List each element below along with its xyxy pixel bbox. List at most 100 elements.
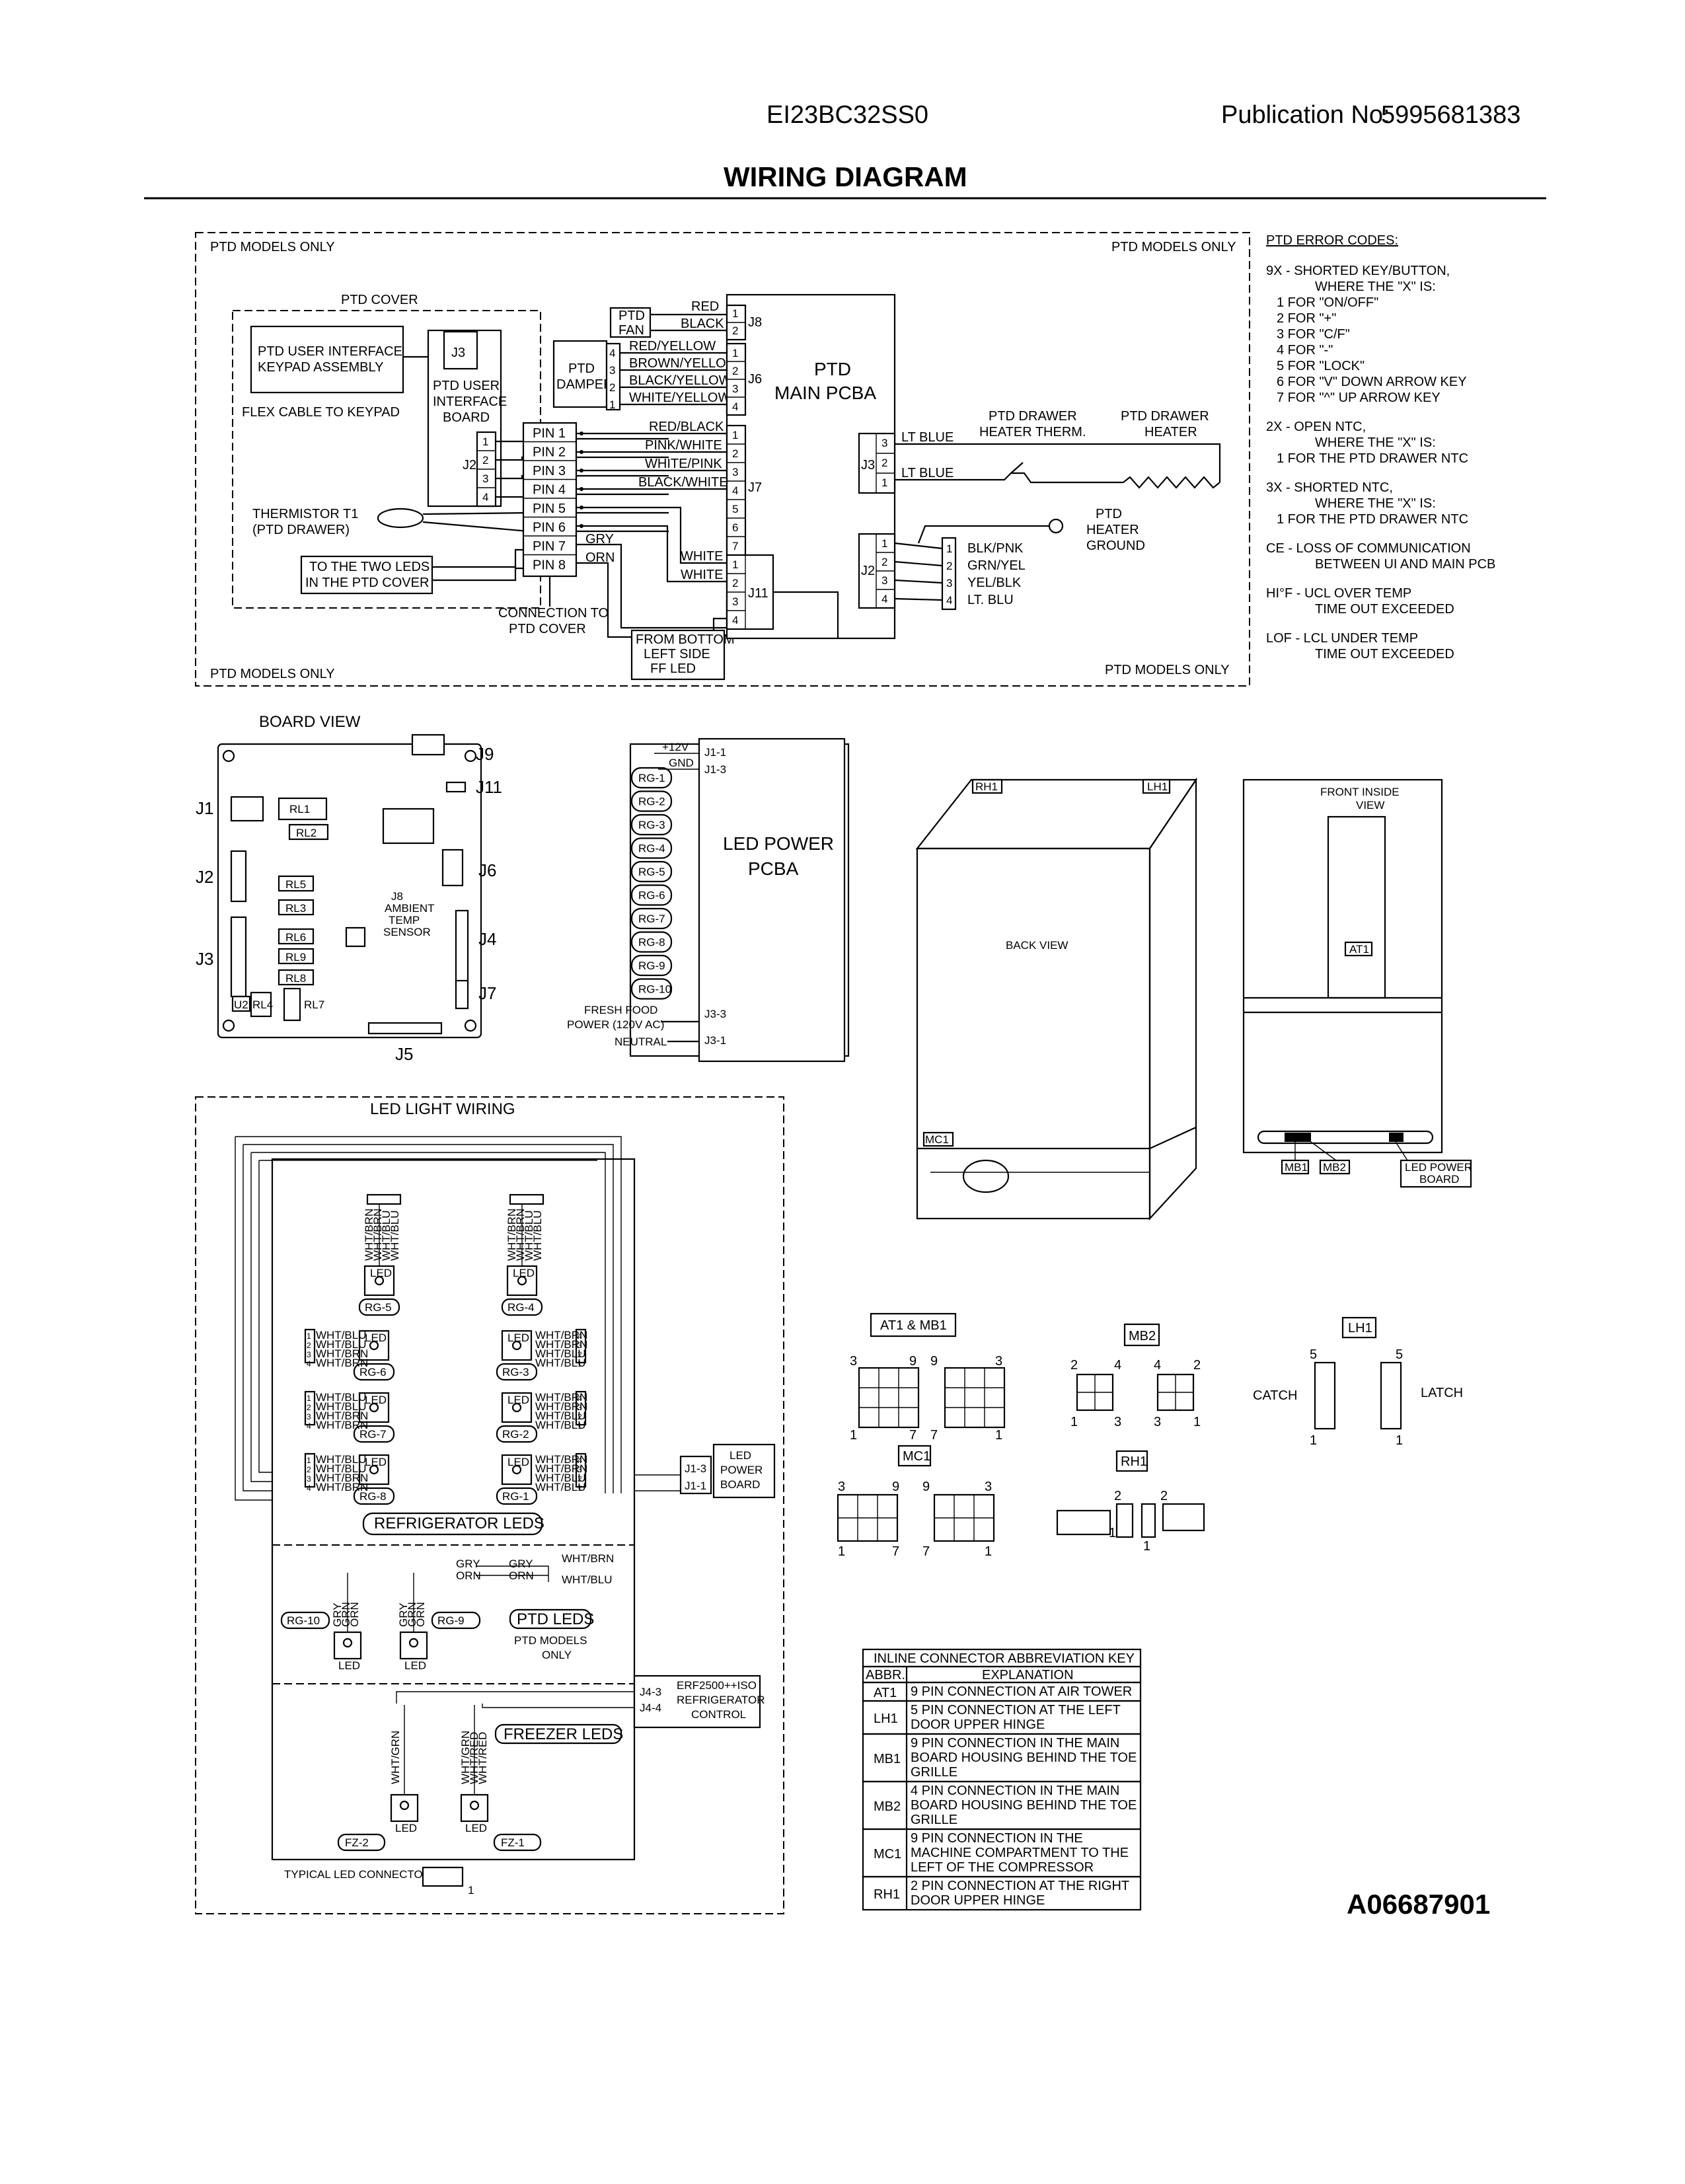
led-power-board-marker-line2: BOARD [1419, 1173, 1459, 1186]
svg-text:1: 1 [307, 1394, 311, 1403]
led-wiring-title: LED LIGHT WIRING [370, 1100, 515, 1118]
svg-text:1: 1 [946, 543, 952, 555]
lh1-marker: LH1 [1147, 780, 1168, 793]
led-rg-label: RG-6 [359, 1366, 387, 1378]
mb2-marker: MB2 [1323, 1161, 1346, 1174]
svg-text:4: 4 [732, 614, 738, 626]
svg-text:3: 3 [732, 383, 738, 395]
svg-text:3: 3 [578, 1403, 582, 1412]
fz-wire-label: WHT/GRN [389, 1731, 402, 1784]
explanation-cell: DOOR UPPER HINGE [911, 1893, 1045, 1908]
j7-wire-label-4: BLACK/WHITE [638, 475, 728, 490]
j8-sensor-line1: J8 [391, 890, 403, 903]
explanation-cell: LEFT OF THE COMPRESSOR [911, 1860, 1094, 1875]
damper-wire-label: WHITE/YELLOW [629, 391, 730, 405]
svg-text:9: 9 [909, 1354, 917, 1369]
led-text: LED [395, 1822, 417, 1834]
ptd-wire-label: GRN [406, 1602, 418, 1627]
ptd-leds-label: PTD LEDS [517, 1610, 594, 1628]
svg-text:1: 1 [838, 1544, 845, 1559]
ptd-cover-label: PTD COVER [341, 293, 418, 307]
ptd-wht-brn: WHT/BRN [562, 1552, 614, 1565]
board-view-title: BOARD VIEW [259, 713, 361, 731]
damper-pin-number: 1 [609, 398, 615, 411]
rg-connector-label: RG-2 [638, 796, 665, 808]
board-j2: J2 [196, 867, 213, 887]
main-right-j3-label: J3 [861, 458, 875, 472]
led-rg-label: RG-4 [507, 1301, 535, 1314]
led-wire-label: WHT/BLU [523, 1211, 535, 1261]
board-j5: J5 [395, 1044, 413, 1064]
freezer-led-module: LED FZ-2 WHT/GRN [337, 1705, 419, 1852]
j2-wire-3: YEL/BLK [967, 576, 1022, 590]
led-power-board-box [712, 1443, 776, 1499]
explanation-cell: BOARD HOUSING BEHIND THE TOE [911, 1798, 1137, 1813]
led-power-section: LED POWER PCBA +12V GND J1-1 J1-3 RG-1RG… [567, 737, 850, 1063]
led-wire-label: WHT/BRN [316, 1347, 368, 1360]
at1-marker: AT1 [1349, 943, 1369, 956]
ptd-wire-label: GRN [340, 1602, 352, 1627]
svg-text:2: 2 [732, 577, 738, 589]
led-wire-label: WHT/BRN [363, 1209, 375, 1261]
control-line1: ERF2500++ISO [677, 1679, 757, 1692]
led-wire-label: WHT/BRN [514, 1209, 527, 1261]
led-wiring-dividers [272, 1544, 634, 1684]
error-code-line: 3X - SHORTED NTC, [1266, 480, 1393, 495]
abbr-cell: RH1 [874, 1887, 900, 1902]
svg-text:1: 1 [482, 435, 488, 448]
svg-text:1: 1 [1310, 1433, 1317, 1448]
wire-orn-label: ORN [585, 550, 615, 565]
svg-text:4: 4 [946, 594, 952, 607]
svg-text:2: 2 [881, 556, 887, 568]
svg-text:7: 7 [922, 1544, 930, 1559]
led-power-board-marker-line1: LED POWER [1405, 1161, 1472, 1174]
abbr-cell: MB1 [874, 1752, 901, 1766]
svg-text:3: 3 [1154, 1415, 1161, 1429]
relay-rl4: RL4 [252, 998, 273, 1011]
ui-board-line3: BOARD [443, 410, 490, 425]
svg-text:1: 1 [1070, 1415, 1078, 1429]
front-inside-outline [1242, 778, 1443, 1154]
j7-wire-label-1: RED/BLACK [649, 420, 724, 434]
svg-text:3: 3 [995, 1354, 1002, 1369]
gnd-label: GND [669, 757, 694, 769]
mb1-marker: MB1 [1285, 1161, 1308, 1174]
cabinet-back-view: RH1 LH1 BACK VIEW MC1 [915, 777, 1198, 1221]
explanation-cell: 4 PIN CONNECTION IN THE MAIN [911, 1784, 1119, 1798]
svg-text:2: 2 [1114, 1489, 1121, 1503]
error-code-line: 2 FOR "+" [1277, 311, 1336, 326]
led-power-line1: LED POWER [723, 833, 834, 854]
error-code-line: HI°F - UCL OVER TEMP [1266, 586, 1411, 601]
rg-connector-list: RG-1RG-2RG-3RG-4RG-5RG-6RG-7RG-8RG-9RG-1… [630, 753, 699, 1000]
rg-connector-label: RG-10 [638, 983, 671, 996]
main-j11-label: J11 [748, 586, 768, 601]
heater-ground-line1: PTD [1096, 507, 1122, 521]
led-wire-label: WHT/BLU [535, 1357, 586, 1369]
led-wire-label: WHT/BRN [506, 1209, 518, 1261]
fz-label: FZ-2 [345, 1836, 369, 1849]
thermistor-t1 [377, 508, 424, 529]
j3-1-label: J3-1 [704, 1034, 726, 1047]
freezer-led-modules: LEDFZ-2WHT/GRNLEDFZ-1WHT/GRNWHT/REDWHT/R… [337, 1705, 542, 1852]
svg-text:4: 4 [578, 1394, 582, 1403]
j2-inline-connector [941, 537, 957, 611]
ptd-models-boundary [195, 232, 1250, 687]
wire-j11-white-1 [576, 506, 727, 564]
board-j1: J1 [196, 798, 213, 818]
svg-text:2: 2 [482, 454, 488, 467]
explanation-cell: MACHINE COMPARTMENT TO THE [911, 1846, 1129, 1860]
fz-label: FZ-1 [501, 1836, 525, 1849]
j2-wires [894, 542, 943, 601]
lh1-title: LH1 [1348, 1321, 1372, 1336]
explanation-cell: GRILLE [911, 1765, 957, 1780]
led-power-line2: PCBA [748, 858, 799, 879]
led-rg-label: RG-1 [502, 1490, 529, 1503]
board-j4: J4 [478, 929, 496, 949]
